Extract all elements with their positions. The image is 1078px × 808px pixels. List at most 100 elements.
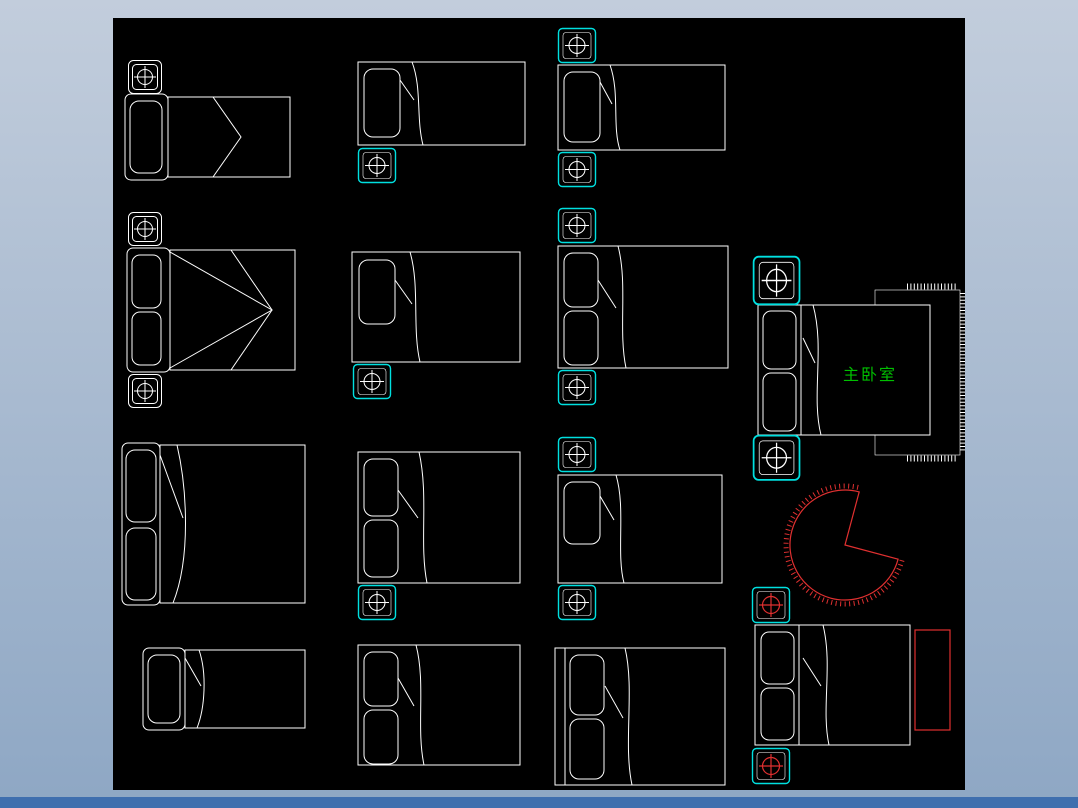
sheet-fold-line [599,495,615,521]
bed-block-double-plain[interactable] [121,442,306,606]
bed-block-red-nightstands[interactable] [751,586,951,785]
cyan-nightstand-symbol [557,27,597,64]
master-bedroom-set[interactable]: 主卧室 [752,255,965,481]
pillow [131,254,162,309]
red-hatched-rug [914,629,951,731]
bed-block-c3r3[interactable] [557,436,723,621]
cyan-nightstand-symbol [752,434,801,481]
round-rug[interactable] [783,483,905,607]
bed-frame [754,624,911,746]
quilt-fold-line [169,251,274,369]
rug-body [789,489,899,601]
sheet-fold-line [399,79,415,101]
pillow [563,71,601,143]
pillow [363,458,399,517]
pillow [363,68,401,138]
sheet-fold-line [409,251,421,363]
cyan-nightstand-symbol [352,363,392,400]
sheet-fold-line [609,64,621,151]
dotted-quilt [230,249,296,371]
dotted-quilt [212,96,291,178]
sheet-fold-line [172,444,186,604]
pillow [363,709,399,765]
bed-block-single-dotted[interactable] [124,60,291,181]
bed-block-c3r1[interactable] [557,27,726,188]
pillow [569,654,605,716]
pillow [760,631,795,685]
nightstand-symbol [128,374,162,408]
sheet-fold-line [812,304,822,436]
bed-block-double-triangle[interactable] [126,212,296,408]
sheet-fold-line [604,685,624,719]
sheet-fold-line [159,454,184,519]
sheet-fold-line [418,451,428,584]
sheet-fold-line [415,644,425,766]
mattress [159,444,306,604]
pillow [563,252,599,308]
cyan-nightstand-symbol [557,369,597,406]
bed-frame [557,474,723,584]
pillow [563,481,601,545]
pillow [131,311,162,366]
bed-frame [351,251,521,363]
bed-frame [357,61,526,146]
sheet-fold-line [196,649,205,729]
cyan-nightstand-symbol [752,255,801,306]
pillow [563,310,599,366]
pillow [129,100,163,174]
rug-fringe [783,483,905,607]
bed-block-single-plain[interactable] [142,647,306,731]
sheet-fold-line [184,657,202,687]
headboard [126,247,171,373]
cyan-nightstand-symbol [357,147,397,184]
bed-frame [357,451,521,584]
bed-block-c2r1[interactable] [357,61,526,184]
pillow [363,651,399,707]
bed-block-c2r3[interactable] [357,451,521,621]
pillow [125,527,157,601]
cad-drawing: 主卧室 [121,27,965,786]
bottom-strip [0,797,1078,808]
sheet-fold-line [397,489,419,519]
pillow [762,372,797,432]
pillow [358,259,396,325]
nightstand-symbol [128,212,162,246]
bed-frame [757,304,931,436]
cyan-nightstand-symbol [557,584,597,621]
sheet-fold-line [599,81,613,105]
pillow [147,654,181,724]
bed-block-c3r4[interactable] [554,647,726,786]
mattress [184,649,306,729]
red-circle-nightstand-symbol [751,586,791,624]
sheet-fold-line [411,61,424,146]
red-circle-nightstand-symbol [751,747,791,785]
sheet-fold-line [397,677,415,707]
pillow [363,519,399,578]
sheet-fold-line [822,624,830,746]
bed-frame [554,647,726,786]
cyan-nightstand-symbol [557,207,597,244]
sheet-fold-line [597,279,617,309]
sheet-fold-line [802,337,816,364]
mattress [169,249,296,371]
sheet-fold-line [802,657,822,687]
pillow [125,449,157,523]
bed-frame [357,644,521,766]
pillow [760,687,795,741]
nightstand-symbol [128,60,162,94]
bed-frame [557,245,729,369]
bed-block-c2r2[interactable] [351,251,521,400]
cyan-nightstand-symbol [557,151,597,188]
headboard [121,442,161,606]
bed-block-c2r4[interactable] [357,644,521,766]
sheet-fold-line [617,245,627,369]
pillow [569,718,605,780]
cyan-nightstand-symbol [557,436,597,473]
master-bedroom-label: 主卧室 [843,365,897,384]
cad-canvas[interactable]: 主卧室 [113,18,965,790]
pillow [762,310,797,370]
cyan-nightstand-symbol [357,584,397,621]
bed-frame [557,64,726,151]
bed-block-c3r2[interactable] [557,207,729,406]
